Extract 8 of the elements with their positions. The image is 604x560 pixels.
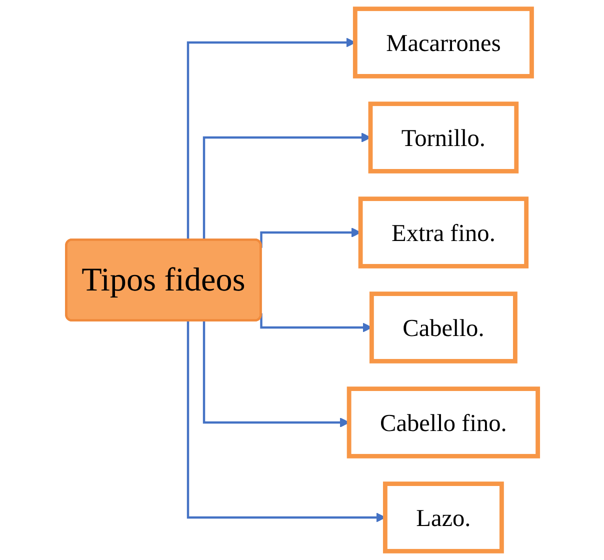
arrow	[260, 228, 361, 248]
node-box: Tornillo.	[368, 102, 519, 174]
arrow	[202, 132, 371, 240]
node-box: Cabello fino.	[346, 386, 540, 458]
node-box: Extra fino.	[358, 196, 529, 268]
node-box: Cabello.	[369, 292, 518, 364]
node-box: Macarrones	[352, 6, 534, 78]
node-box: Lazo.	[382, 482, 504, 554]
